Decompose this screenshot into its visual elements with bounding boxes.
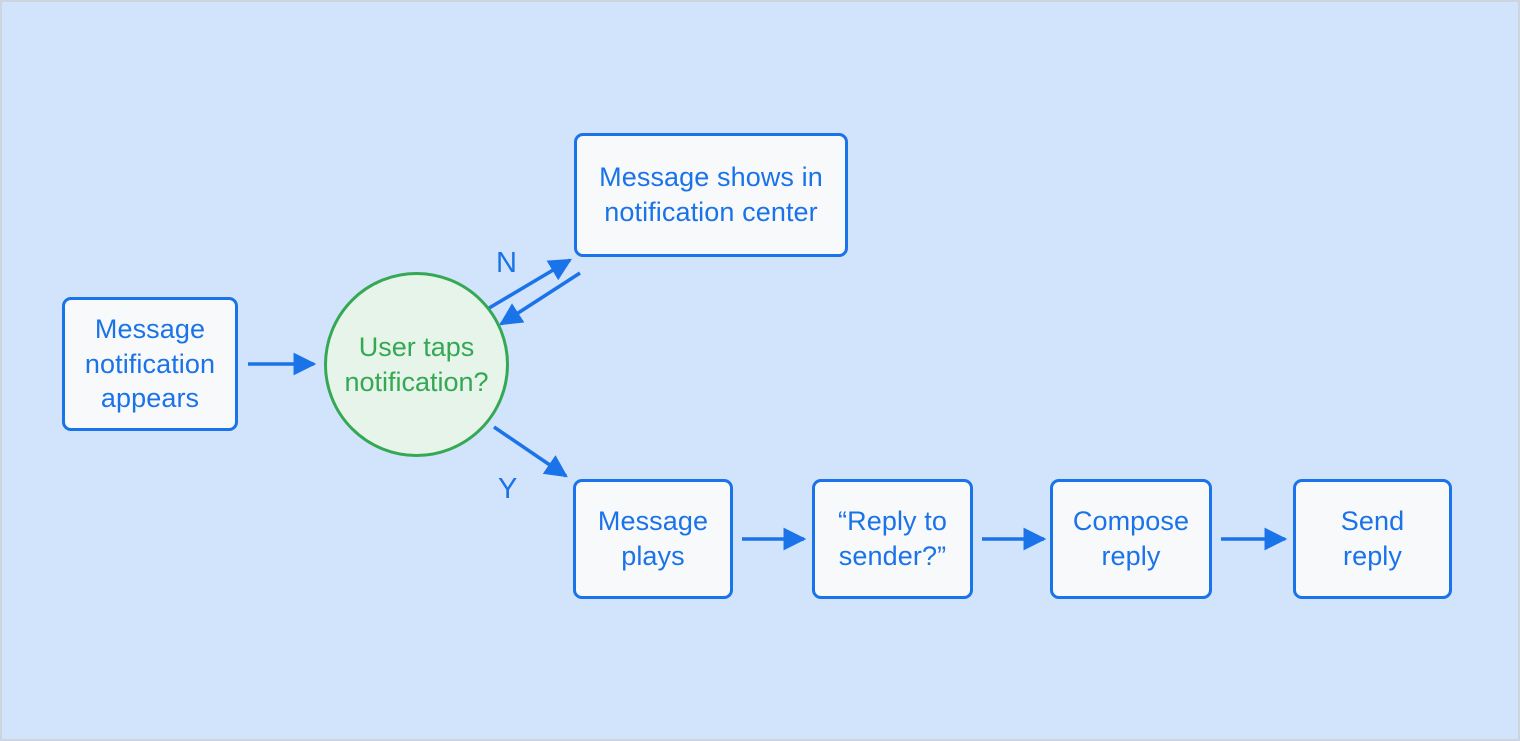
edge-decision-to-notification-center	[478, 258, 572, 316]
node-message-shows-in-notification-center[interactable]: Message shows in notification center	[574, 133, 848, 257]
node-reply-to-sender[interactable]: “Reply to sender?”	[812, 479, 973, 599]
node-compose-reply[interactable]: Compose reply	[1050, 479, 1212, 599]
node-user-taps-notification-decision[interactable]: User taps notification?	[324, 272, 509, 457]
node-message-plays[interactable]: Message plays	[573, 479, 733, 599]
node-message-notification-appears[interactable]: Message notification appears	[62, 297, 238, 431]
node-send-reply[interactable]: Send reply	[1293, 479, 1452, 599]
edge-label-yes: Y	[498, 473, 518, 505]
edge-notification-center-to-decision	[499, 271, 581, 326]
edge-decision-to-message-plays	[493, 425, 568, 478]
edge-label-no: N	[496, 247, 517, 279]
